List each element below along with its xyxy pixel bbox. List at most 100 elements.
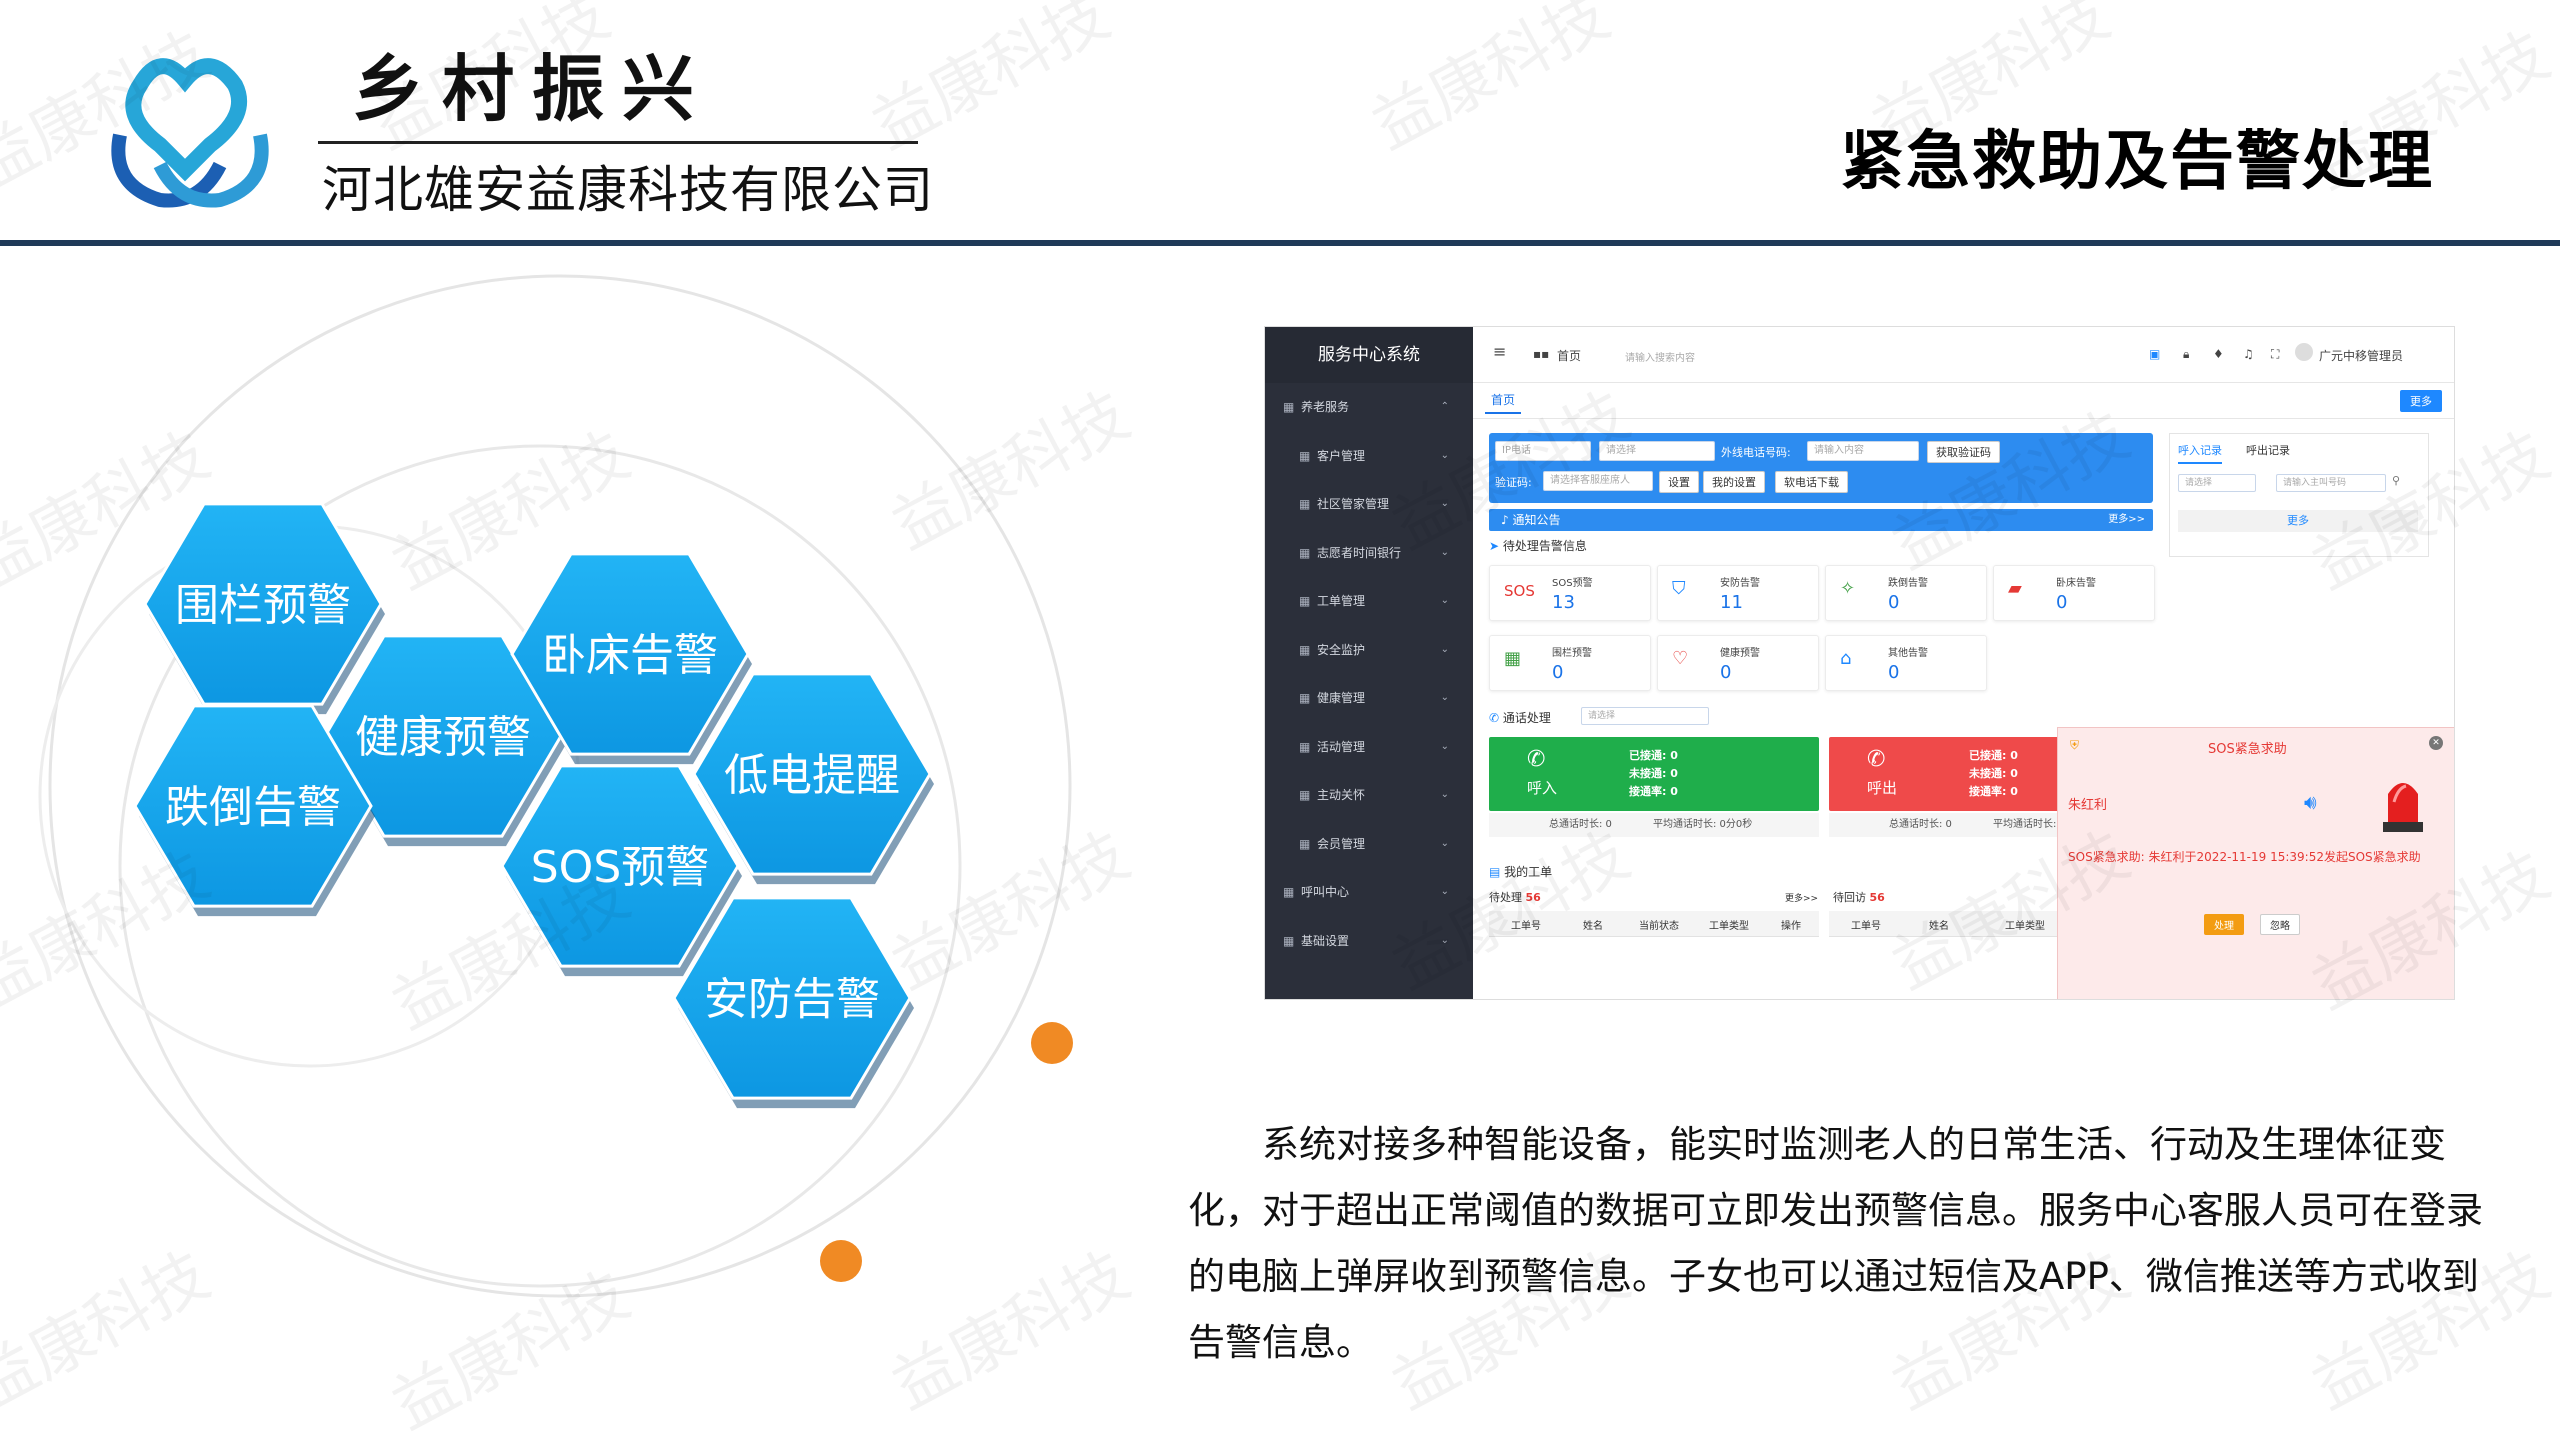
sidebar: 服务中心系统 ▦养老服务⌃▦客户管理⌄▦社区管家管理⌄▦志愿者时间银行⌄▦工单管… [1265, 327, 1473, 999]
alert-count: 0 [1552, 662, 1564, 683]
alert-icon: ⛉ [1672, 578, 1686, 599]
alert-label: 围栏预警 [1552, 648, 1592, 659]
alert-card[interactable]: ▦ 围栏预警 0 [1489, 635, 1651, 691]
download-button[interactable]: 软电话下载 [1775, 471, 1848, 493]
fullscreen-icon[interactable]: ⛶ [2271, 347, 2280, 361]
sidebar-item[interactable]: ▦健康管理⌄ [1265, 674, 1473, 723]
speaker-icon[interactable]: 🔊︎ [2304, 790, 2317, 814]
sidebar-item[interactable]: ▦活动管理⌄ [1265, 723, 1473, 772]
chevron-icon: ⌄ [1440, 449, 1449, 461]
ignore-button[interactable]: 忽略 [2260, 914, 2300, 935]
notice-icon: ♪ [1501, 513, 1513, 527]
pending-label: 待处理 56 [1489, 889, 1541, 905]
sidebar-item-label: 主动关怀 [1317, 788, 1366, 802]
record-search-icon[interactable]: ⚲ [2392, 474, 2401, 487]
sidebar-item[interactable]: ▦会员管理⌄ [1265, 820, 1473, 869]
record-more-button[interactable]: 更多 [2178, 510, 2418, 532]
avatar[interactable] [2295, 343, 2313, 361]
alert-label: 跌倒告警 [1888, 578, 1928, 589]
table-header-cell: 操作 [1781, 921, 1801, 932]
incoming-label: 呼入 [1527, 779, 1558, 797]
notice-bar[interactable]: ♪ 通知公告 更多>> [1489, 509, 2153, 531]
alert-icon: ▰ [2008, 578, 2022, 599]
workorder-title-text: 我的工单 [1504, 865, 1553, 879]
sidebar-item[interactable]: ▦基础设置⌄ [1265, 917, 1473, 966]
ext-input[interactable]: IP电话 [1495, 441, 1591, 461]
outside-input[interactable]: 请输入内容 [1807, 441, 1919, 461]
header-divider [0, 240, 2560, 246]
menu-toggle-icon[interactable]: ≡ [1493, 342, 1507, 361]
call-title-text: 通话处理 [1502, 711, 1551, 725]
alert-label: 其他告警 [1888, 648, 1928, 659]
chevron-icon: ⌄ [1440, 837, 1449, 849]
sidebar-item[interactable]: ▦工单管理⌄ [1265, 577, 1473, 626]
lock-icon[interactable]: 🔒︎ [2183, 347, 2190, 361]
grid-icon: ▦ [1299, 642, 1311, 657]
sidebar-item[interactable]: ▦社区管家管理⌄ [1265, 480, 1473, 529]
more-button[interactable]: 更多 [2400, 390, 2442, 412]
grid-icon: ▦ [1283, 933, 1295, 948]
sidebar-item[interactable]: ▦安全监护⌄ [1265, 626, 1473, 675]
incoming-missed: 未接通: 0 [1629, 767, 1678, 780]
alert-label: SOS预警 [1552, 578, 1593, 589]
alert-count: 0 [2056, 592, 2068, 613]
theme-icon[interactable]: ♦ [2213, 347, 2224, 361]
alert-icon: ▦ [1504, 648, 1522, 669]
followup-text: 待回访 [1833, 891, 1866, 904]
outgoing-call-box[interactable]: ✆ 呼出 已接通: 0 未接通: 0 接通率: 0 [1829, 737, 2059, 811]
handle-button[interactable]: 处理 [2204, 914, 2244, 935]
sos-person-name: 朱红利 [2068, 798, 2108, 813]
alert-icon: ✧ [1840, 578, 1856, 599]
hexagon-label: 安防告警 [704, 974, 880, 1025]
bell-icon[interactable]: ♫ [2243, 347, 2254, 361]
incoming-connected: 已接通: 0 [1629, 749, 1678, 762]
grid-icon: ▦ [1299, 691, 1311, 705]
sidebar-item[interactable]: ▦主动关怀⌄ [1265, 771, 1473, 820]
grid-icon: ▦ [1299, 739, 1311, 754]
close-icon[interactable]: ✕ [2429, 736, 2443, 750]
grid-icon: ▦ [1299, 594, 1311, 608]
tab-home[interactable]: 首页 [1485, 391, 1522, 414]
notice-more-link[interactable]: 更多>> [2108, 514, 2145, 525]
my-settings-button[interactable]: 我的设置 [1703, 471, 1765, 493]
pending-more-link[interactable]: 更多>> [1785, 894, 1819, 904]
search-input[interactable]: 请输入搜索内容 [1625, 353, 1695, 364]
sos-popup-title: SOS紧急求助 [2208, 742, 2287, 757]
get-code-button[interactable]: 获取验证码 [1927, 441, 2000, 463]
phone-icon: ✆ [1489, 711, 1503, 725]
tab-incoming-records[interactable]: 呼入记录 [2178, 442, 2222, 464]
sidebar-item[interactable]: ▦客户管理⌄ [1265, 432, 1473, 481]
notification-icon[interactable]: ▣ [2149, 347, 2161, 361]
ext-select[interactable]: 请选择 [1599, 441, 1715, 461]
pending-count: 56 [1525, 891, 1541, 904]
sidebar-item[interactable]: ▦养老服务⌃ [1265, 383, 1473, 432]
hexagon-tile [692, 672, 932, 876]
tab-outgoing-records[interactable]: 呼出记录 [2246, 444, 2290, 457]
set-button[interactable]: 设置 [1659, 471, 1699, 493]
code-input[interactable]: 请选择客服座席人 [1543, 471, 1653, 491]
sidebar-item[interactable]: ▦志愿者时间银行⌄ [1265, 529, 1473, 578]
chevron-icon: ⌄ [1440, 546, 1449, 558]
sidebar-item[interactable]: ▦呼叫中心⌄ [1265, 868, 1473, 917]
outgoing-total: 总通话时长: 0 [1889, 819, 1952, 830]
home-icon[interactable]: ▪▪ [1533, 347, 1550, 361]
call-select[interactable]: 请选择 [1581, 707, 1709, 725]
slogan: 乡村振兴 [352, 46, 713, 131]
sidebar-item-label: 客户管理 [1317, 448, 1366, 463]
chevron-icon: ⌄ [1440, 595, 1449, 606]
incoming-call-box[interactable]: ✆ 呼入 已接通: 0 未接通: 0 接通率: 0 [1489, 737, 1819, 811]
breadcrumb-home[interactable]: 首页 [1557, 349, 1582, 363]
hexagon-tile [143, 502, 383, 706]
user-name[interactable]: 广元中移管理员 [2319, 349, 2404, 363]
alert-icon: ♡ [1672, 648, 1689, 669]
record-select[interactable]: 请选择 [2178, 474, 2256, 492]
record-search-input[interactable]: 请输入主叫号码 [2276, 474, 2386, 492]
hexagon-label: 健康预警 [355, 712, 531, 763]
